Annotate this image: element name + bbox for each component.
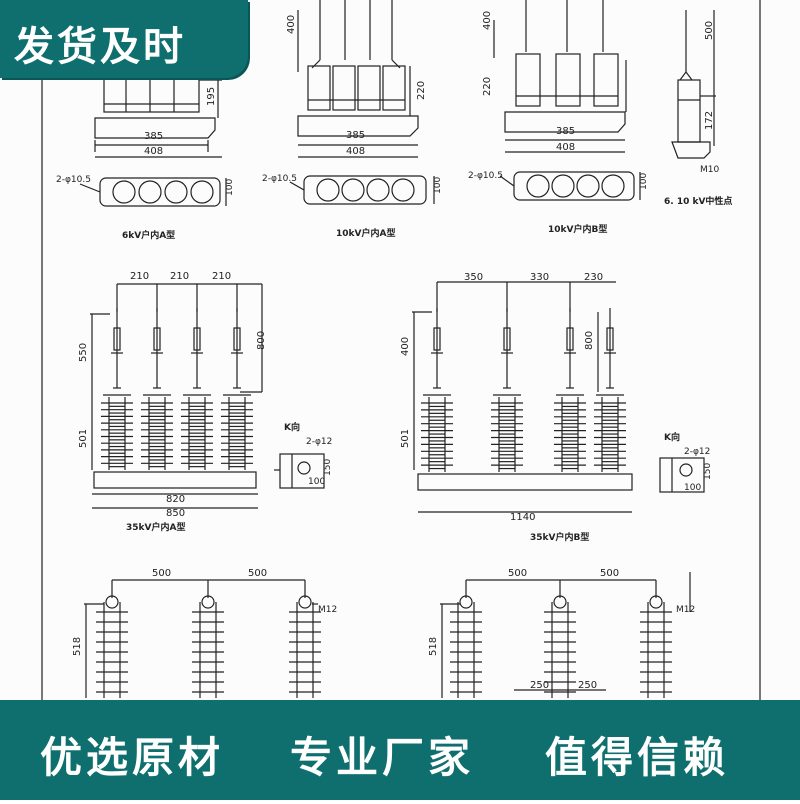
spacing-bl-1: 500 [152, 568, 171, 579]
drawing-10kv-indoor-b [493, 0, 641, 201]
caption-35kv-a: 35kV户内A型 [126, 521, 185, 533]
k-view-dim1-a: 100 [308, 477, 325, 487]
bolt-bl: M12 [318, 605, 337, 615]
drawing-6kv-indoor-a [79, 69, 227, 207]
drawing-10kv-indoor-a [289, 0, 435, 205]
drawing-bottom-left [84, 579, 321, 698]
dim-6kv-385: 385 [144, 131, 163, 142]
dim-35kva-base-outer: 850 [166, 508, 185, 519]
k-view-hole-a: 2-φ12 [306, 437, 332, 447]
dim-10kvb-385: 385 [556, 126, 575, 137]
footer-slogan-2: 专业厂家 [290, 733, 475, 782]
hole-label-10kva: 2-φ10.5 [262, 174, 297, 184]
dim-10kva-top: 400 [286, 15, 297, 34]
dim-10kvb-side: 220 [482, 77, 493, 96]
footer-bar: 优选原材 专业厂家 值得信赖 [0, 700, 800, 800]
drawing-35kv-indoor-b [412, 281, 705, 513]
dim-neutral-side: 172 [704, 111, 715, 130]
banner-text: 发货及时 [14, 24, 186, 70]
dim-6kv-side: 195 [206, 87, 217, 106]
dim-10kva-408: 408 [346, 146, 365, 157]
spacing-35kvb-1: 350 [464, 272, 483, 283]
dim-35kva-lower: 501 [78, 429, 89, 448]
dim-bl-left: 518 [72, 637, 83, 656]
k-view-hole-b: 2-φ12 [684, 447, 710, 457]
base-spacing-br-1: 250 [530, 680, 549, 691]
dim-10kvb-408: 408 [556, 142, 575, 153]
drawing-bottom-right [440, 572, 691, 698]
spacing-bl-2: 500 [248, 568, 267, 579]
dim-35kvb-base: 1140 [510, 512, 535, 523]
base-spacing-br-2: 250 [578, 680, 597, 691]
hole-label-10kvb: 2-φ10.5 [468, 171, 503, 181]
spacing-35kva-3: 210 [212, 271, 231, 282]
hole-dim-10kvb: 100 [639, 173, 649, 190]
dim-35kva-right: 800 [256, 331, 267, 350]
bolt-br: M12 [676, 605, 695, 615]
spacing-br-2: 500 [600, 568, 619, 579]
banner-badge: 发货及时 [0, 0, 248, 78]
dim-35kva-left: 550 [78, 343, 89, 362]
hole-dim-10kva: 100 [433, 177, 443, 194]
k-view-dim2-a: 150 [323, 459, 333, 476]
k-view-dim2-b: 150 [703, 463, 713, 480]
hole-label-6kv: 2-φ10.5 [56, 175, 91, 185]
caption-neutral: 6. 10 kV中性点 [664, 195, 732, 207]
dim-35kvb-right: 800 [584, 331, 595, 350]
dim-35kvb-lower: 501 [400, 429, 411, 448]
k-view-label-b: K向 [664, 431, 680, 443]
drawing-neutral-point [671, 10, 716, 159]
dim-br-left: 518 [428, 637, 439, 656]
caption-10kv-a: 10kV户内A型 [336, 227, 395, 239]
k-view-dim1-b: 100 [684, 483, 701, 493]
spacing-br-1: 500 [508, 568, 527, 579]
caption-6kv-a: 6kV户内A型 [122, 229, 175, 241]
dim-6kv-408: 408 [144, 146, 163, 157]
hole-dim-6kv: 100 [225, 179, 235, 196]
footer-slogan-1: 优选原材 [40, 733, 225, 782]
drawing-35kv-indoor-a [90, 283, 325, 509]
k-view-label-a: K向 [284, 421, 300, 433]
caption-35kv-b: 35kV户内B型 [530, 531, 589, 543]
dim-10kvb-top: 400 [482, 11, 493, 30]
footer-slogan-3: 值得信赖 [545, 733, 730, 782]
dim-10kva-side: 220 [416, 81, 427, 100]
dim-10kva-385: 385 [346, 130, 365, 141]
caption-10kv-b: 10kV户内B型 [548, 223, 607, 235]
spacing-35kvb-3: 230 [584, 272, 603, 283]
spacing-35kva-1: 210 [130, 271, 149, 282]
dim-35kvb-left: 400 [400, 337, 411, 356]
spacing-35kvb-2: 330 [530, 272, 549, 283]
dim-35kva-base-inner: 820 [166, 494, 185, 505]
spacing-35kva-2: 210 [170, 271, 189, 282]
bolt-neutral: M10 [700, 165, 719, 175]
dim-neutral-top: 500 [704, 21, 715, 40]
